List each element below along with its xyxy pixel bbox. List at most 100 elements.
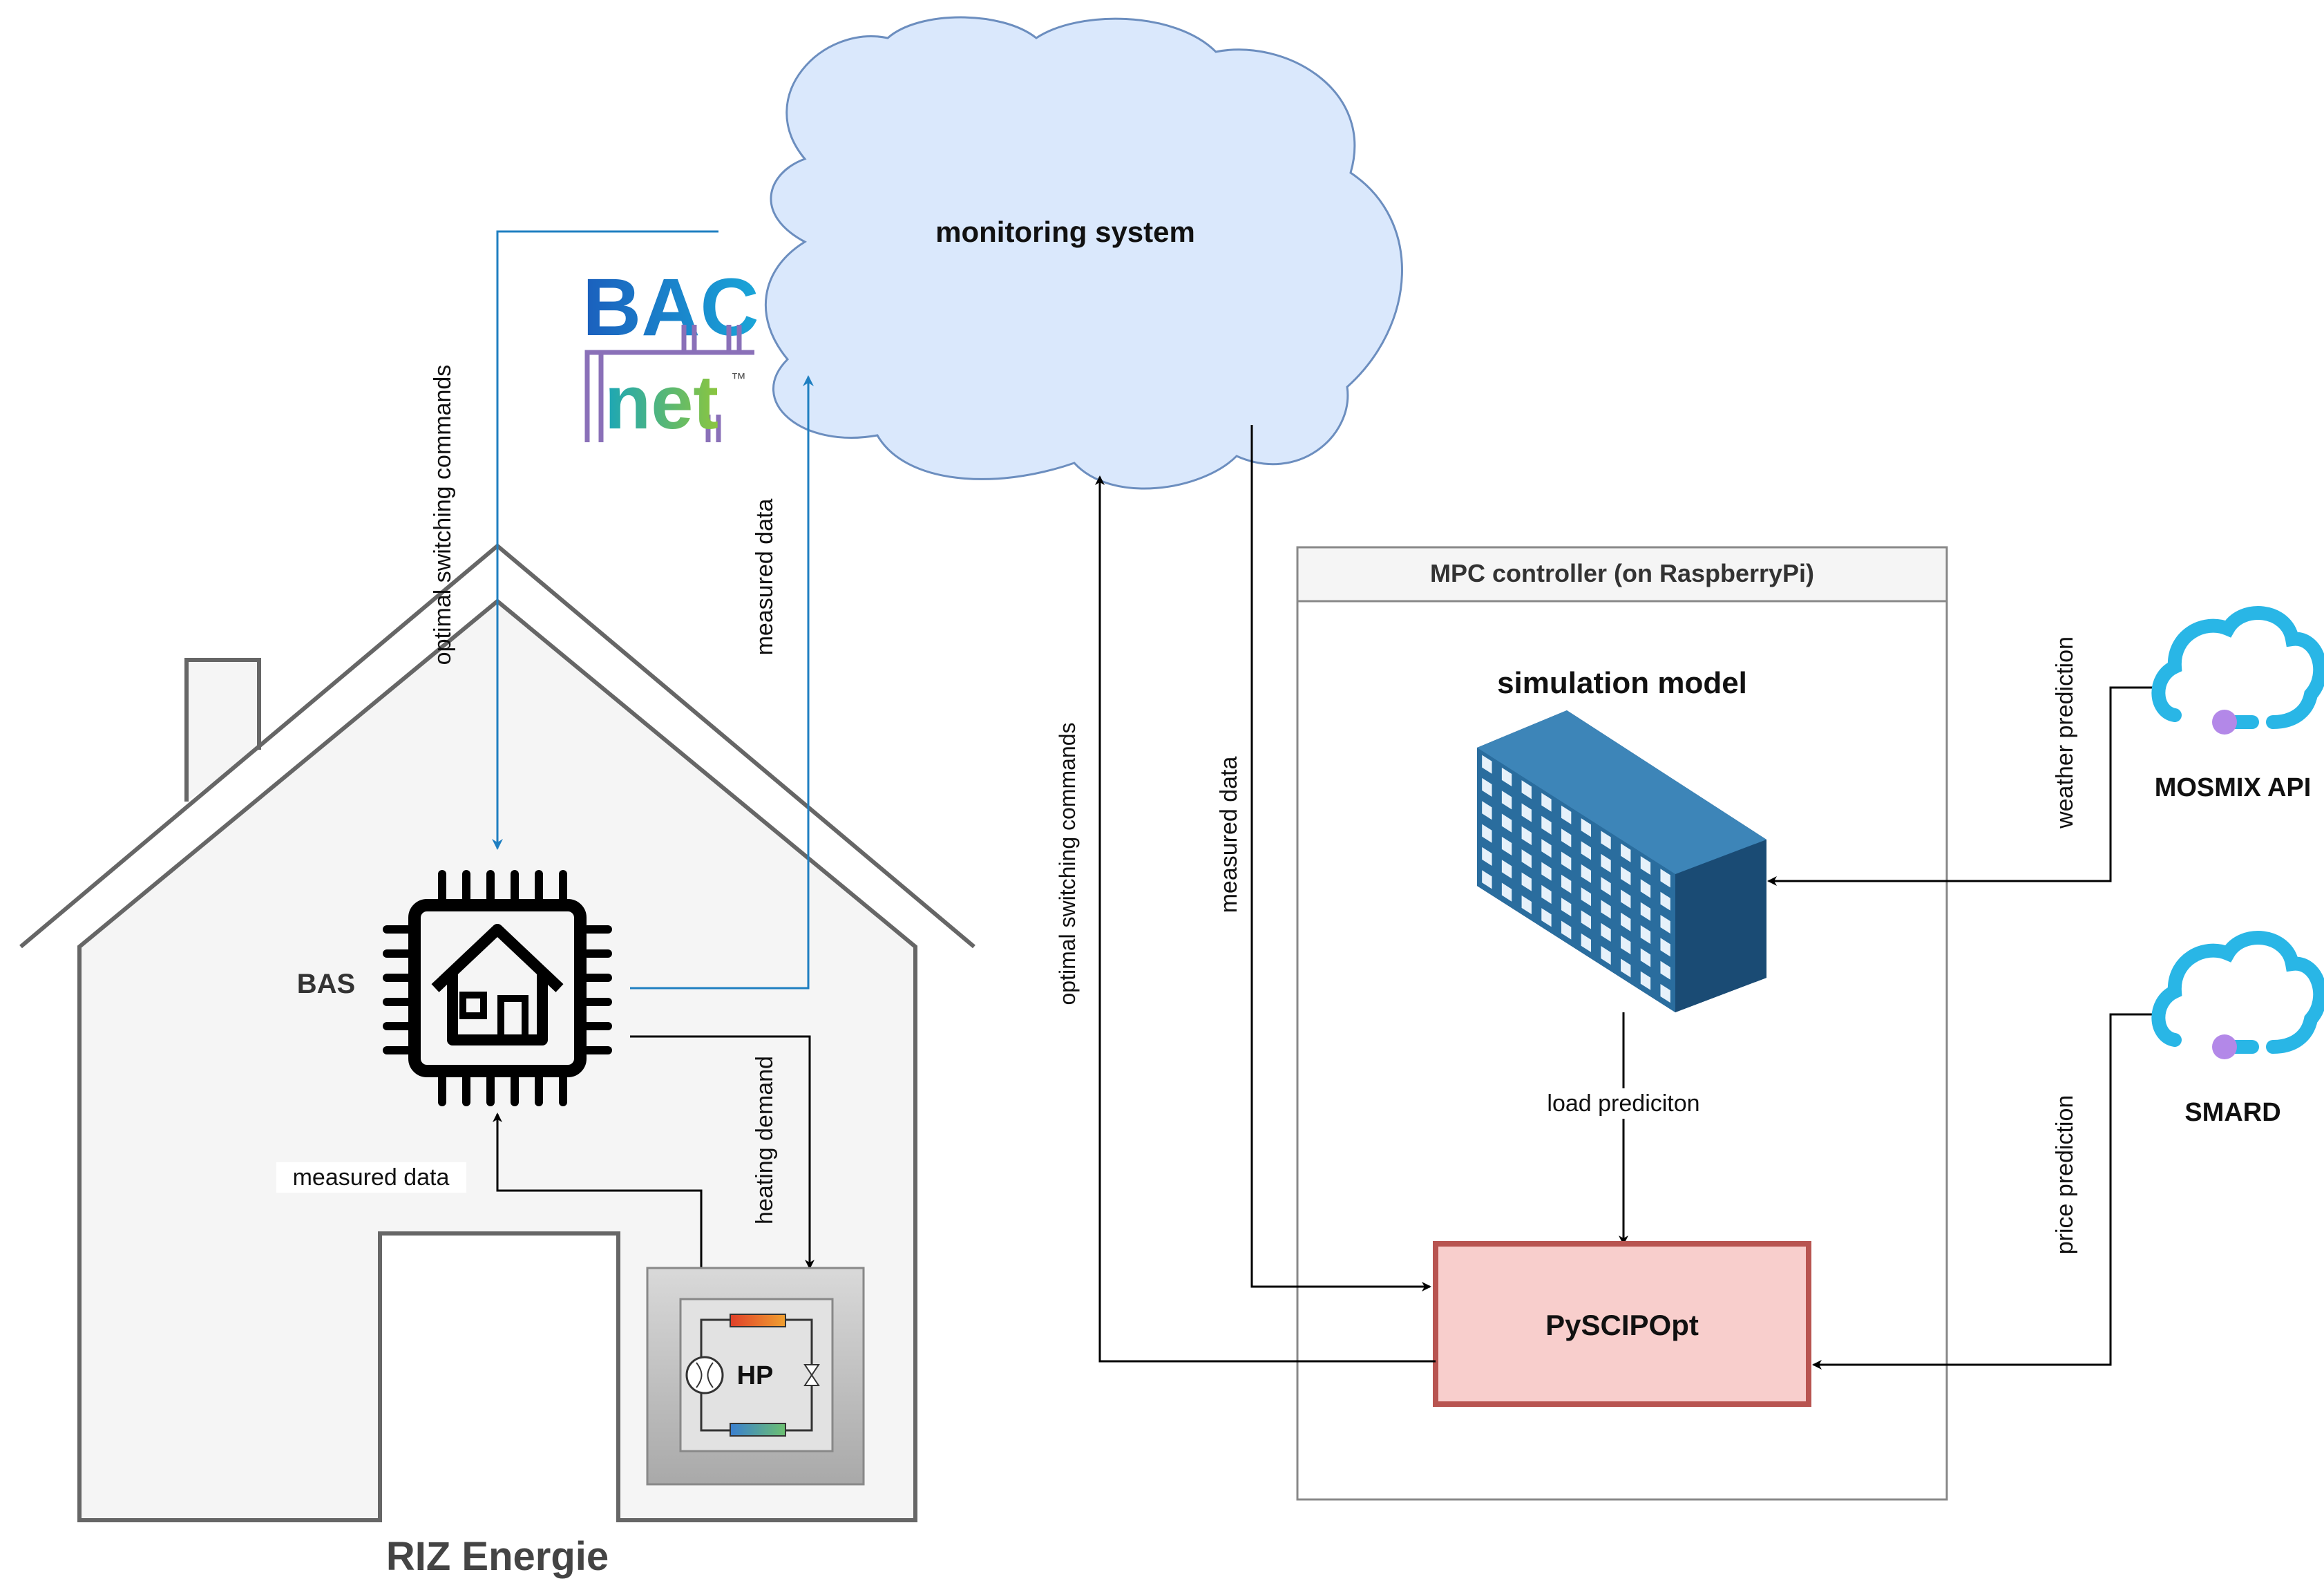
monitoring-label: monitoring system xyxy=(935,216,1195,248)
weather-prediction-label: weather prediction xyxy=(2052,636,2078,829)
building-window xyxy=(1541,839,1552,858)
building-window xyxy=(1501,813,1512,833)
price-prediction-label: price prediction xyxy=(2052,1095,2078,1255)
bacnet-logo-bus xyxy=(584,325,754,442)
hp-label: HP xyxy=(737,1361,774,1390)
measured-data-right-label: measured data xyxy=(1216,757,1242,914)
building-window xyxy=(1601,831,1611,850)
building-icon xyxy=(1477,710,1766,1012)
building-window xyxy=(1541,793,1552,812)
building-window xyxy=(1621,867,1631,886)
building-window xyxy=(1501,860,1512,879)
building-window xyxy=(1561,898,1572,917)
building-window xyxy=(1521,803,1532,822)
bacnet-logo-tm: ™ xyxy=(731,370,746,387)
mpc-title: MPC controller (on RaspberryPi) xyxy=(1430,559,1814,587)
building-window xyxy=(1640,948,1651,967)
building-window xyxy=(1541,908,1552,927)
heat-pump-icon: HP xyxy=(646,1267,865,1486)
smard-label: SMARD xyxy=(2184,1098,2280,1127)
blue-connectors xyxy=(492,230,814,990)
building-window xyxy=(1660,891,1670,911)
house-title: RIZ Energie xyxy=(386,1534,609,1579)
building-window xyxy=(1621,843,1631,862)
building-window xyxy=(1482,846,1492,867)
measured-data-blue-arrow xyxy=(630,375,814,990)
house-chimney xyxy=(184,658,261,802)
building-window xyxy=(1601,946,1611,965)
building-window xyxy=(1601,922,1611,942)
building-window xyxy=(1501,791,1512,810)
building-window xyxy=(1482,777,1492,797)
building-window xyxy=(1621,958,1631,978)
measured-data-bas-label-bg xyxy=(276,1162,466,1193)
building-window xyxy=(1541,884,1552,904)
building-window xyxy=(1660,938,1670,957)
heating-demand-arrow xyxy=(630,1035,815,1269)
building-window xyxy=(1561,829,1572,848)
mosmix-cloud-api-icon xyxy=(2151,606,2324,735)
load-prediction-label-bg xyxy=(1546,1088,1702,1119)
house-chip-icon xyxy=(383,870,612,1106)
building-window xyxy=(1660,869,1670,888)
building-window xyxy=(1621,912,1631,931)
building-window xyxy=(1640,879,1651,898)
building-window xyxy=(1581,818,1592,837)
measured-data-left-label: measured data xyxy=(752,499,778,656)
building-window xyxy=(1601,900,1611,919)
building-window xyxy=(1482,870,1492,889)
building-window xyxy=(1640,902,1651,921)
building-window xyxy=(1521,780,1532,799)
building-window xyxy=(1581,933,1592,952)
building-window xyxy=(1581,910,1592,929)
building-window xyxy=(1482,801,1492,820)
building-window xyxy=(1581,887,1592,907)
building-window xyxy=(1660,983,1670,1003)
optimal-commands-right-label: optimal switching commands xyxy=(1055,722,1080,1005)
building-windows xyxy=(1482,755,1670,1003)
mosmix-label: MOSMIX API xyxy=(2155,773,2312,802)
building-window xyxy=(1501,836,1512,856)
building-window xyxy=(1581,864,1592,883)
building-window xyxy=(1521,872,1532,891)
weather-prediction-arrow xyxy=(1767,686,2154,886)
smard-cloud-api-icon xyxy=(2151,931,2324,1059)
building-window xyxy=(1640,971,1651,990)
measured-data-bas-label: measured data xyxy=(293,1164,450,1191)
monitoring-system-cloud: monitoring system xyxy=(764,16,1403,490)
building-window xyxy=(1521,849,1532,869)
bacnet-logo-bottom: net xyxy=(604,360,718,445)
building-window xyxy=(1561,851,1572,871)
building-window xyxy=(1501,882,1512,902)
simulation-model-label: simulation model xyxy=(1497,666,1747,700)
building-window xyxy=(1521,895,1532,914)
pyscipopt-box: PySCIPOpt xyxy=(1433,1241,1811,1407)
bacnet-logo-top: BAC xyxy=(582,262,759,353)
building-window xyxy=(1621,936,1631,955)
building-window xyxy=(1501,767,1512,787)
pyscipopt-label: PySCIPOpt xyxy=(1545,1309,1699,1341)
building-window xyxy=(1482,755,1492,774)
building-window xyxy=(1640,855,1651,876)
building-window xyxy=(1482,824,1492,843)
cloud-shape xyxy=(764,16,1403,490)
optimal-commands-left-label: optimal switching commands xyxy=(430,365,456,665)
building-window xyxy=(1621,889,1631,909)
building-window xyxy=(1601,853,1611,873)
heating-demand-label: heating demand xyxy=(752,1056,778,1224)
building-window xyxy=(1660,914,1670,934)
building-window xyxy=(1561,874,1572,893)
price-prediction-arrow xyxy=(1812,1013,2154,1370)
building-window xyxy=(1660,960,1670,980)
building-window xyxy=(1521,826,1532,845)
bas-label: BAS xyxy=(297,969,355,999)
building-window xyxy=(1601,877,1611,896)
building-window xyxy=(1561,920,1572,940)
building-window xyxy=(1541,815,1552,835)
optimal-commands-blue-arrow xyxy=(492,230,718,850)
building-window xyxy=(1561,805,1572,824)
building-window xyxy=(1541,862,1552,881)
measured-data-right-arrow xyxy=(1250,425,1431,1291)
bacnet-logo: BAC net ™ xyxy=(582,262,759,445)
building-window xyxy=(1581,841,1592,860)
